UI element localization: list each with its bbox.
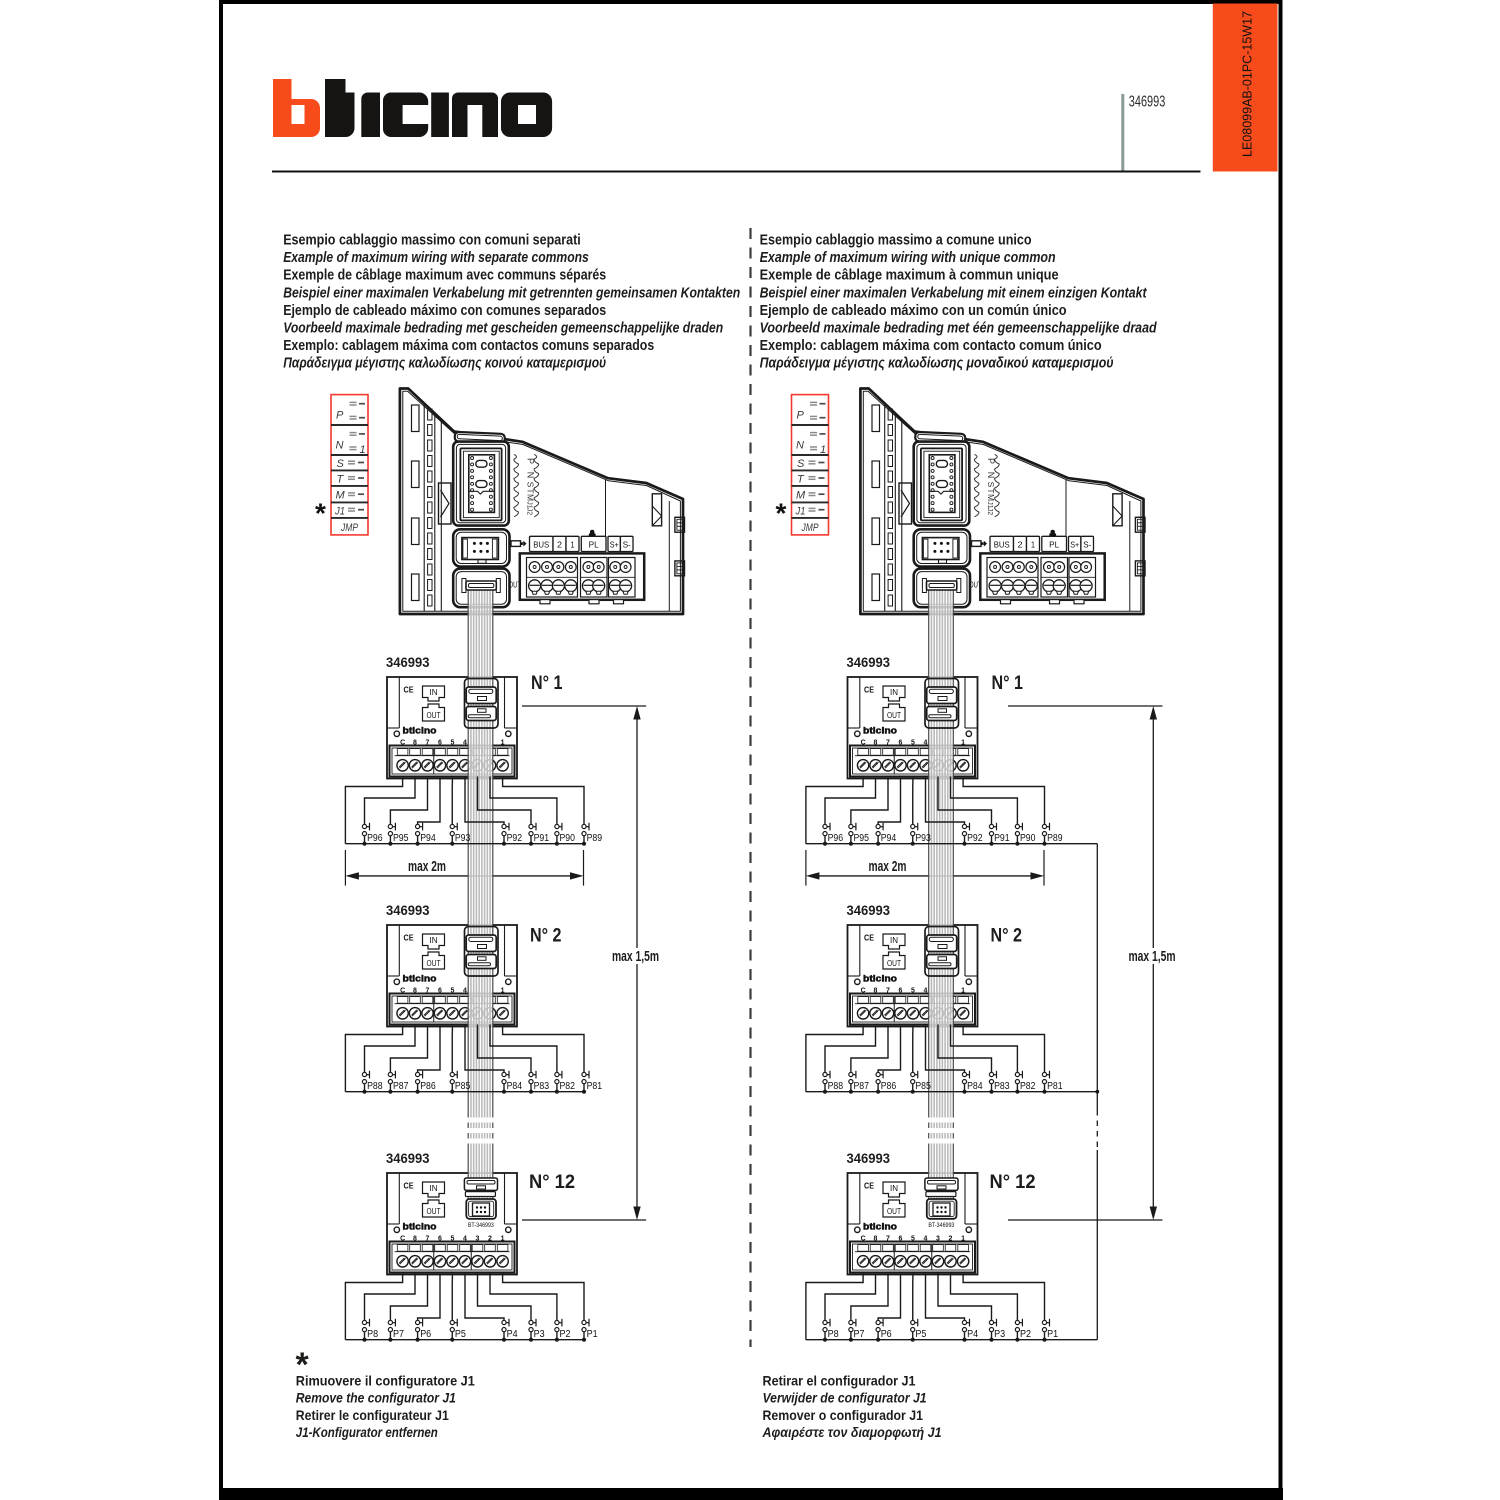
svg-text:P2: P2 [560,1329,571,1340]
svg-text:346993: 346993 [847,1150,891,1166]
svg-text:P4: P4 [507,1329,518,1340]
svg-text:Verwijder de configurator J1: Verwijder de configurator J1 [763,1391,927,1406]
svg-text:P87: P87 [854,1081,870,1092]
svg-text:P88: P88 [828,1081,844,1092]
svg-text:P91: P91 [994,833,1010,844]
svg-text:P1: P1 [587,1329,598,1340]
svg-text:Esempio cablaggio massimo con: Esempio cablaggio massimo con comuni sep… [283,232,581,249]
svg-text:P8: P8 [828,1329,839,1340]
svg-text:Exemplo: cablagem máxima com c: Exemplo: cablagem máxima com contactos c… [283,337,654,354]
svg-text:P6: P6 [881,1329,892,1340]
svg-text:P81: P81 [587,1081,603,1092]
svg-text:P89: P89 [1047,833,1063,844]
svg-text:Exemple de câblage maximum à c: Exemple de câblage maximum à commun uniq… [760,267,1059,284]
svg-text:P90: P90 [560,833,576,844]
svg-text:Ejemplo de cableado máximo con: Ejemplo de cableado máximo con comunes s… [283,302,606,319]
svg-text:P3: P3 [994,1329,1005,1340]
svg-text:P84: P84 [507,1081,523,1092]
svg-text:P90: P90 [1020,833,1036,844]
svg-text:P89: P89 [587,833,603,844]
svg-text:*: * [315,498,326,529]
svg-text:Example of maximum wiring with: Example of maximum wiring with unique co… [760,249,1056,266]
svg-text:P94: P94 [420,833,436,844]
svg-text:346993: 346993 [386,1150,430,1166]
svg-text:P85: P85 [455,1081,471,1092]
svg-text:P1: P1 [1047,1329,1058,1340]
svg-text:Ejemplo de cableado máximo con: Ejemplo de cableado máximo con un común … [760,302,1067,319]
svg-text:P81: P81 [1047,1081,1063,1092]
svg-text:P87: P87 [393,1081,409,1092]
svg-text:*: * [296,1346,310,1384]
svg-text:Voorbeeld maximale bedrading m: Voorbeeld maximale bedrading met één gem… [760,320,1158,337]
svg-text:P83: P83 [994,1081,1010,1092]
svg-text:P92: P92 [967,833,983,844]
svg-text:max 1,5m: max 1,5m [612,949,659,965]
svg-text:P85: P85 [915,1081,931,1092]
svg-text:P5: P5 [455,1329,466,1340]
svg-text:346993: 346993 [1129,94,1166,111]
svg-text:P82: P82 [560,1081,576,1092]
svg-text:max 1,5m: max 1,5m [1129,949,1176,965]
svg-text:Rimuovere il configuratore J1: Rimuovere il configuratore J1 [296,1374,475,1389]
svg-text:N° 12: N° 12 [990,1172,1036,1193]
svg-text:P88: P88 [367,1081,383,1092]
svg-text:*: * [776,498,787,529]
svg-text:P96: P96 [367,833,383,844]
svg-text:Beispiel einer maximalen Verka: Beispiel einer maximalen Verkabelung mit… [283,284,740,301]
svg-text:N° 12: N° 12 [529,1172,575,1193]
svg-text:P82: P82 [1020,1081,1036,1092]
svg-text:Exemple de câblage maximum ave: Exemple de câblage maximum avec communs … [283,267,606,284]
svg-text:J1-Konfigurator entfernen: J1-Konfigurator entfernen [296,1425,438,1440]
svg-text:Αφαιρέστε τον διαμορφωτή J1: Αφαιρέστε τον διαμορφωτή J1 [762,1425,942,1440]
svg-text:Exemplo: cablagem máxima com c: Exemplo: cablagem máxima com contacto co… [760,337,1102,354]
svg-text:P8: P8 [367,1329,378,1340]
svg-text:P92: P92 [507,833,523,844]
svg-text:P86: P86 [881,1081,897,1092]
svg-text:N° 2: N° 2 [991,926,1023,947]
svg-text:Παράδειγμα μέγιστης καλωδίωσης: Παράδειγμα μέγιστης καλωδίωσης κοινού κα… [283,355,606,372]
svg-text:P4: P4 [967,1329,978,1340]
svg-text:Remover o configurador J1: Remover o configurador J1 [763,1408,924,1423]
svg-text:P94: P94 [881,833,897,844]
svg-text:P3: P3 [534,1329,545,1340]
svg-text:P93: P93 [915,833,931,844]
svg-text:P83: P83 [534,1081,550,1092]
svg-text:P95: P95 [393,833,409,844]
svg-text:P86: P86 [420,1081,436,1092]
svg-text:Retirar el configurador J1: Retirar el configurador J1 [763,1374,916,1389]
svg-text:Beispiel einer maximalen Verka: Beispiel einer maximalen Verkabelung mit… [760,284,1148,301]
svg-text:P5: P5 [915,1329,926,1340]
svg-text:Remove the configurator J1: Remove the configurator J1 [296,1391,456,1406]
svg-text:P91: P91 [534,833,550,844]
svg-text:P84: P84 [967,1081,983,1092]
svg-text:Example of maximum wiring with: Example of maximum wiring with separate … [283,249,589,266]
svg-text:P95: P95 [854,833,870,844]
svg-text:Retirer le configurateur J1: Retirer le configurateur J1 [296,1408,449,1423]
svg-text:LE08099AB-01PC-15W17: LE08099AB-01PC-15W17 [1240,11,1255,157]
svg-text:P96: P96 [828,833,844,844]
svg-text:Παράδειγμα μέγιστης καλωδίωσης: Παράδειγμα μέγιστης καλωδίωσης μοναδικού… [760,355,1114,372]
svg-text:P6: P6 [420,1329,431,1340]
svg-text:P2: P2 [1020,1329,1031,1340]
svg-text:P7: P7 [393,1329,404,1340]
svg-text:346993: 346993 [847,654,891,670]
svg-text:P93: P93 [455,833,471,844]
svg-text:Esempio cablaggio massimo a co: Esempio cablaggio massimo a comune unico [760,232,1032,249]
svg-text:N° 1: N° 1 [992,673,1024,694]
svg-text:346993: 346993 [386,902,430,918]
svg-text:P7: P7 [854,1329,865,1340]
svg-text:N° 1: N° 1 [531,673,563,694]
svg-text:346993: 346993 [386,654,430,670]
svg-text:Voorbeeld maximale bedrading m: Voorbeeld maximale bedrading met geschei… [283,320,723,337]
svg-text:N° 2: N° 2 [530,926,562,947]
svg-text:346993: 346993 [847,902,891,918]
